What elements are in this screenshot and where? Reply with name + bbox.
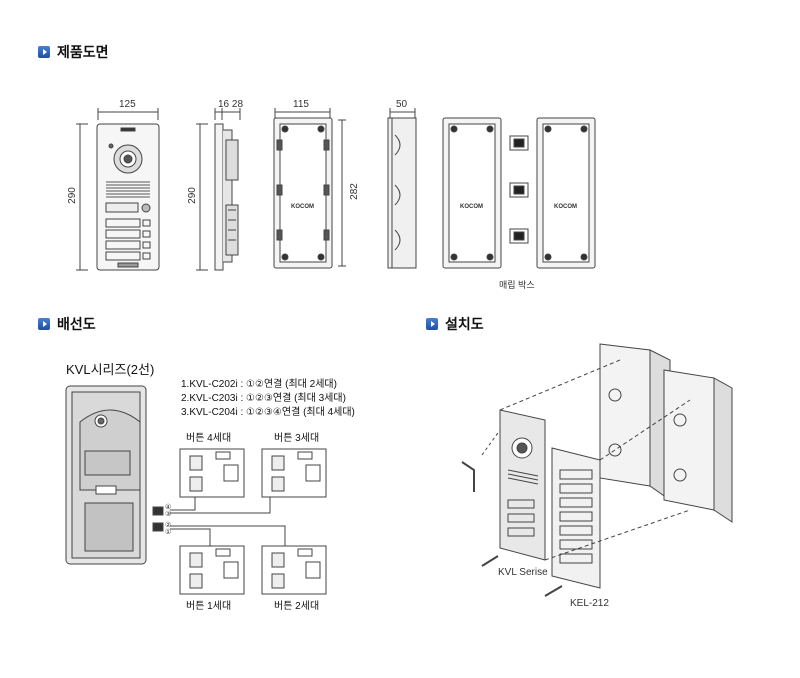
section-title-text: 설치도 [445, 316, 484, 332]
section-title-installation: 설치도 [426, 314, 484, 334]
wiring-note-3: 3.KVL-C204i : ①②③④연결 (최대 4세대) [181, 407, 355, 418]
install-kel-label: KEL-212 [570, 598, 609, 609]
button-label-3: 버튼 3세대 [274, 433, 320, 444]
hex-key-icon [461, 461, 475, 492]
box-logo-left: KOCOM [460, 204, 483, 210]
section-title-product-drawing: 제품도면 [38, 42, 109, 62]
bullet-icon [38, 46, 50, 58]
speaker-grill [106, 181, 150, 198]
dim-label-box-depth: 50 [396, 99, 408, 110]
terminal-3: ③ [165, 511, 172, 518]
button-label-1: 버튼 1세대 [186, 601, 232, 612]
install-kvl-label: KVL Serise [498, 567, 548, 578]
dim-label-side-widths: 16 28 [218, 99, 244, 110]
section-title-text: 제품도면 [57, 44, 109, 60]
install-kel-panel [551, 447, 601, 589]
bullet-icon [38, 318, 50, 330]
box-logo-front: KOCOM [291, 204, 314, 210]
screw-icon [544, 585, 563, 597]
front-logo-bar [120, 127, 136, 132]
terminal-2: ② [165, 522, 172, 529]
wiring-series-title: KVL시리즈(2선) [66, 362, 155, 377]
embed-box-side [387, 117, 417, 269]
button-label-4: 버튼 4세대 [186, 433, 232, 444]
section-title-wiring: 배선도 [38, 314, 96, 334]
install-kvl-panel [499, 409, 546, 561]
terminal-4: ④ [165, 504, 172, 511]
button-label-2: 버튼 2세대 [274, 601, 320, 612]
bullet-icon [426, 318, 438, 330]
terminal-1: ① [165, 529, 172, 536]
install-wall-box-2 [663, 369, 715, 511]
screw-icon [481, 555, 499, 567]
install-wall-box-1 [599, 343, 651, 487]
wiring-note-1: 1.KVL-C202i : ①②연결 (최대 2세대) [181, 379, 337, 390]
dim-label-front-width: 125 [119, 99, 136, 110]
box-caption: 매립 박스 [499, 280, 535, 290]
wiring-note-2: 2.KVL-C203i : ①②③연결 (최대 3세대) [181, 393, 346, 404]
box-logo-right: KOCOM [554, 204, 577, 210]
section-title-text: 배선도 [57, 316, 96, 332]
dim-label-box-width: 115 [293, 99, 309, 110]
